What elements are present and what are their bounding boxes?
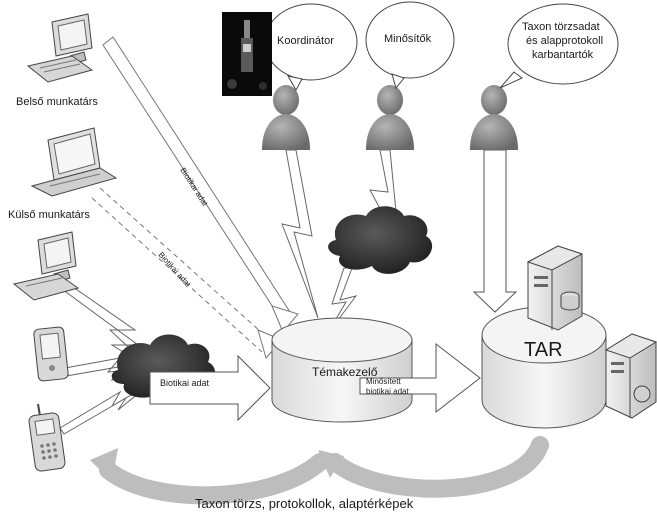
speech-bubble-koordinator: [264, 3, 358, 92]
temakezelo-label: Témakezelő: [312, 365, 378, 379]
tar-cylinder: [481, 306, 607, 429]
photo-thumbnail: [222, 12, 272, 96]
person-icon: [262, 85, 310, 150]
minositok-label: Minősítők: [384, 33, 432, 45]
laptop-icon: [30, 127, 118, 197]
belso-munkatars-label: Belső munkatárs: [16, 96, 98, 108]
arrow-taxon-to-tar: [472, 149, 518, 313]
desktop-computer-icon: [26, 13, 94, 83]
speech-bubble-taxon: [499, 3, 619, 89]
arrow-belso-to-temakezelo: [102, 36, 299, 333]
koordinator-label: Koordinátor: [277, 35, 334, 47]
taxon-label-1: Taxon törzsadat: [522, 21, 600, 33]
kulso-munkatars-label: Külső munkatárs: [8, 209, 90, 221]
temakezelo-cylinder: [271, 317, 413, 423]
desktop-computer-icon: [12, 231, 80, 301]
biotikai-adat-label: Biotikai adat: [160, 378, 210, 388]
bottom-caption: Taxon törzs, protokollok, alaptérképek: [195, 496, 414, 511]
arrow-biotikai-adat: [149, 354, 271, 422]
person-icon: [366, 85, 414, 150]
arrow-minositett: [359, 342, 481, 414]
pda-icon: [33, 326, 69, 382]
mobile-phone-icon: [28, 403, 66, 472]
server-icon: [604, 333, 657, 419]
person-icon: [470, 85, 518, 150]
server-icon: [526, 245, 584, 331]
minositett-label-1: Minősített: [366, 377, 401, 386]
bottom-return-arrow: [90, 436, 549, 505]
tar-label: TAR: [524, 339, 563, 361]
taxon-label-2: és alapprotokoll: [526, 35, 603, 47]
cloud-icon: [328, 206, 433, 274]
arrow-label-kulso: Biotikai adat: [157, 250, 193, 289]
minositett-label-2: biotikai adat: [366, 387, 409, 396]
speech-bubble-minositok: [365, 1, 455, 90]
taxon-label-3: karbantartók: [532, 49, 594, 61]
